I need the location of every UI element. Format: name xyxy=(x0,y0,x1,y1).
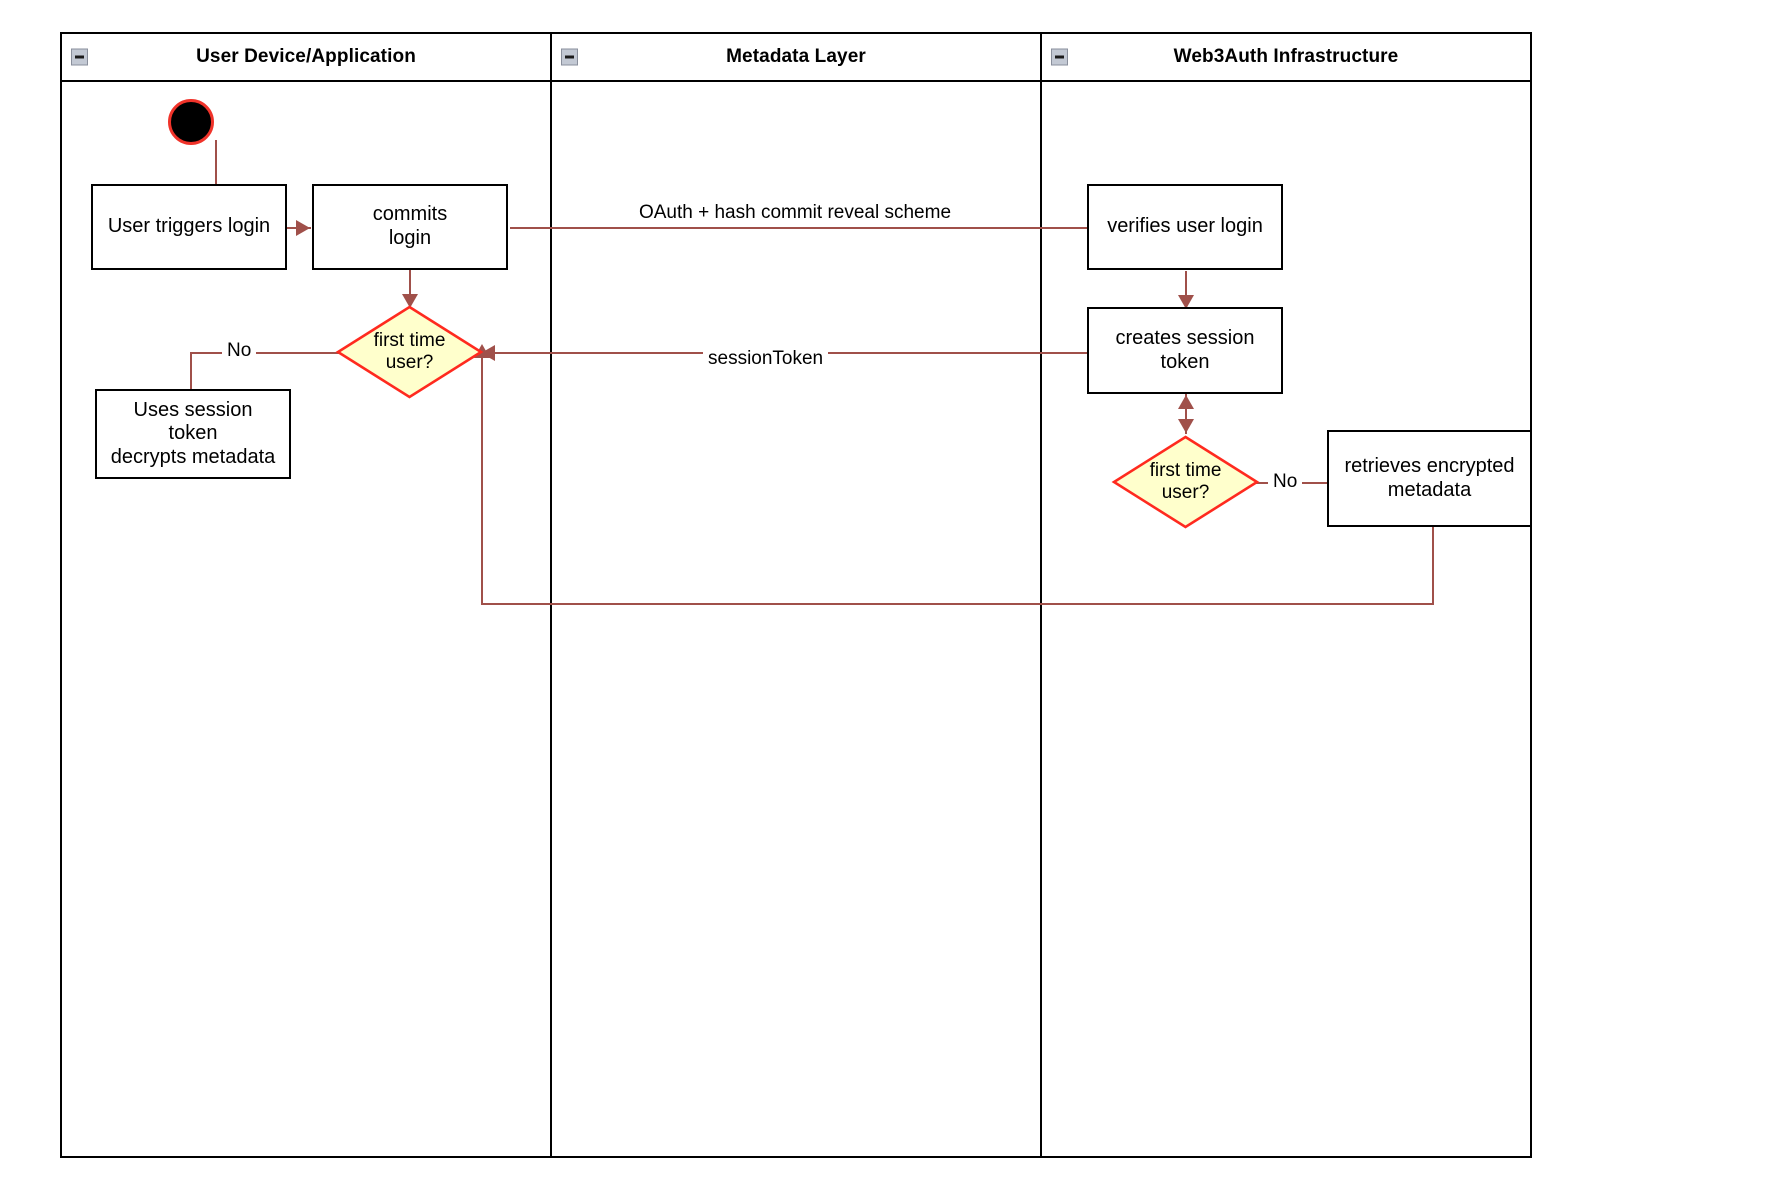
edge-label-oauth-line1: OAuth + xyxy=(638,202,710,223)
action-verifies-user-login-label: verifies user login xyxy=(1107,215,1263,238)
action-uses-session-token[interactable]: Uses session token decrypts metadata xyxy=(95,389,291,479)
action-commits-login-line1: commits xyxy=(372,203,448,226)
action-commits-login[interactable]: commits login xyxy=(312,184,508,270)
edge-label-no-right: No xyxy=(1268,471,1303,494)
action-creates-session-token[interactable]: creates session token xyxy=(1087,307,1283,394)
action-user-triggers-login[interactable]: User triggers login xyxy=(91,184,287,270)
action-retrieves-encrypted-metadata[interactable]: retrieves encrypted metadata xyxy=(1327,430,1532,527)
no-right-text: No xyxy=(1273,471,1298,492)
action-verifies-user-login[interactable]: verifies user login xyxy=(1087,184,1283,270)
lane-header-web3auth[interactable]: Web3Auth Infrastructure xyxy=(1040,32,1532,82)
edge-verifies-to-creates xyxy=(1185,271,1187,307)
action-retrieves-encrypted-metadata-line2: metadata xyxy=(1387,478,1472,501)
action-commits-login-line2: login xyxy=(388,227,432,249)
lane-header-user-device[interactable]: User Device/Application xyxy=(60,32,552,82)
action-uses-session-token-line2: token xyxy=(168,422,218,445)
edge-no-down-to-uses-session xyxy=(190,352,192,390)
action-retrieves-encrypted-metadata-line1: retrieves encrypted xyxy=(1344,454,1515,477)
session-token-text: sessionToken xyxy=(708,348,824,369)
edge-start-to-user-triggers-login xyxy=(215,140,217,208)
arrowhead-up-creates-session xyxy=(1178,395,1194,409)
initial-node[interactable] xyxy=(168,99,214,145)
action-user-triggers-login-label: User triggers login xyxy=(107,215,271,238)
decision-first-time-user-right[interactable]: first time user? xyxy=(1111,435,1260,529)
minus-icon[interactable] xyxy=(561,48,578,66)
edge-commits-to-decision-left xyxy=(409,269,411,305)
edge-label-session-token: sessionToken xyxy=(703,348,829,371)
edge-loopback-up-to-decision-left xyxy=(481,358,483,605)
lane-header-metadata-layer[interactable]: Metadata Layer xyxy=(550,32,1042,82)
edge-label-no-left: No xyxy=(222,340,257,363)
edge-creates-to-decision-right xyxy=(1185,394,1187,434)
lane-title-web3auth: Web3Auth Infrastructure xyxy=(1173,46,1399,67)
no-left-text: No xyxy=(227,340,252,361)
decision-first-time-user-left[interactable]: first time user? xyxy=(335,305,484,399)
action-creates-session-token-line2: token xyxy=(1160,350,1210,373)
edge-label-oauth: OAuth + hash commit reveal scheme xyxy=(620,202,970,225)
arrowhead-down-creates-session xyxy=(1178,295,1194,309)
minus-icon[interactable] xyxy=(71,48,88,66)
edge-commits-to-verifies xyxy=(510,227,1088,229)
lane-title-user-device: User Device/Application xyxy=(196,46,416,67)
edge-retrieves-down xyxy=(1432,527,1434,605)
lane-body-metadata-layer xyxy=(550,80,1042,1158)
edge-decision-left-no xyxy=(190,352,346,354)
minus-icon[interactable] xyxy=(1051,48,1068,66)
action-uses-session-token-line1: Uses session xyxy=(133,398,253,421)
arrowhead-down-decision-right xyxy=(1178,419,1194,433)
action-uses-session-token-line3: decrypts metadata xyxy=(110,445,276,468)
edge-loopback-horizontal xyxy=(481,603,1434,605)
arrowhead-down-decision-left xyxy=(402,294,418,308)
arrowhead-right-commits xyxy=(296,220,310,236)
edge-label-oauth-line2: hash commit reveal scheme xyxy=(714,202,952,223)
lane-title-metadata-layer: Metadata Layer xyxy=(726,46,866,67)
action-creates-session-token-line1: creates session xyxy=(1115,326,1255,349)
